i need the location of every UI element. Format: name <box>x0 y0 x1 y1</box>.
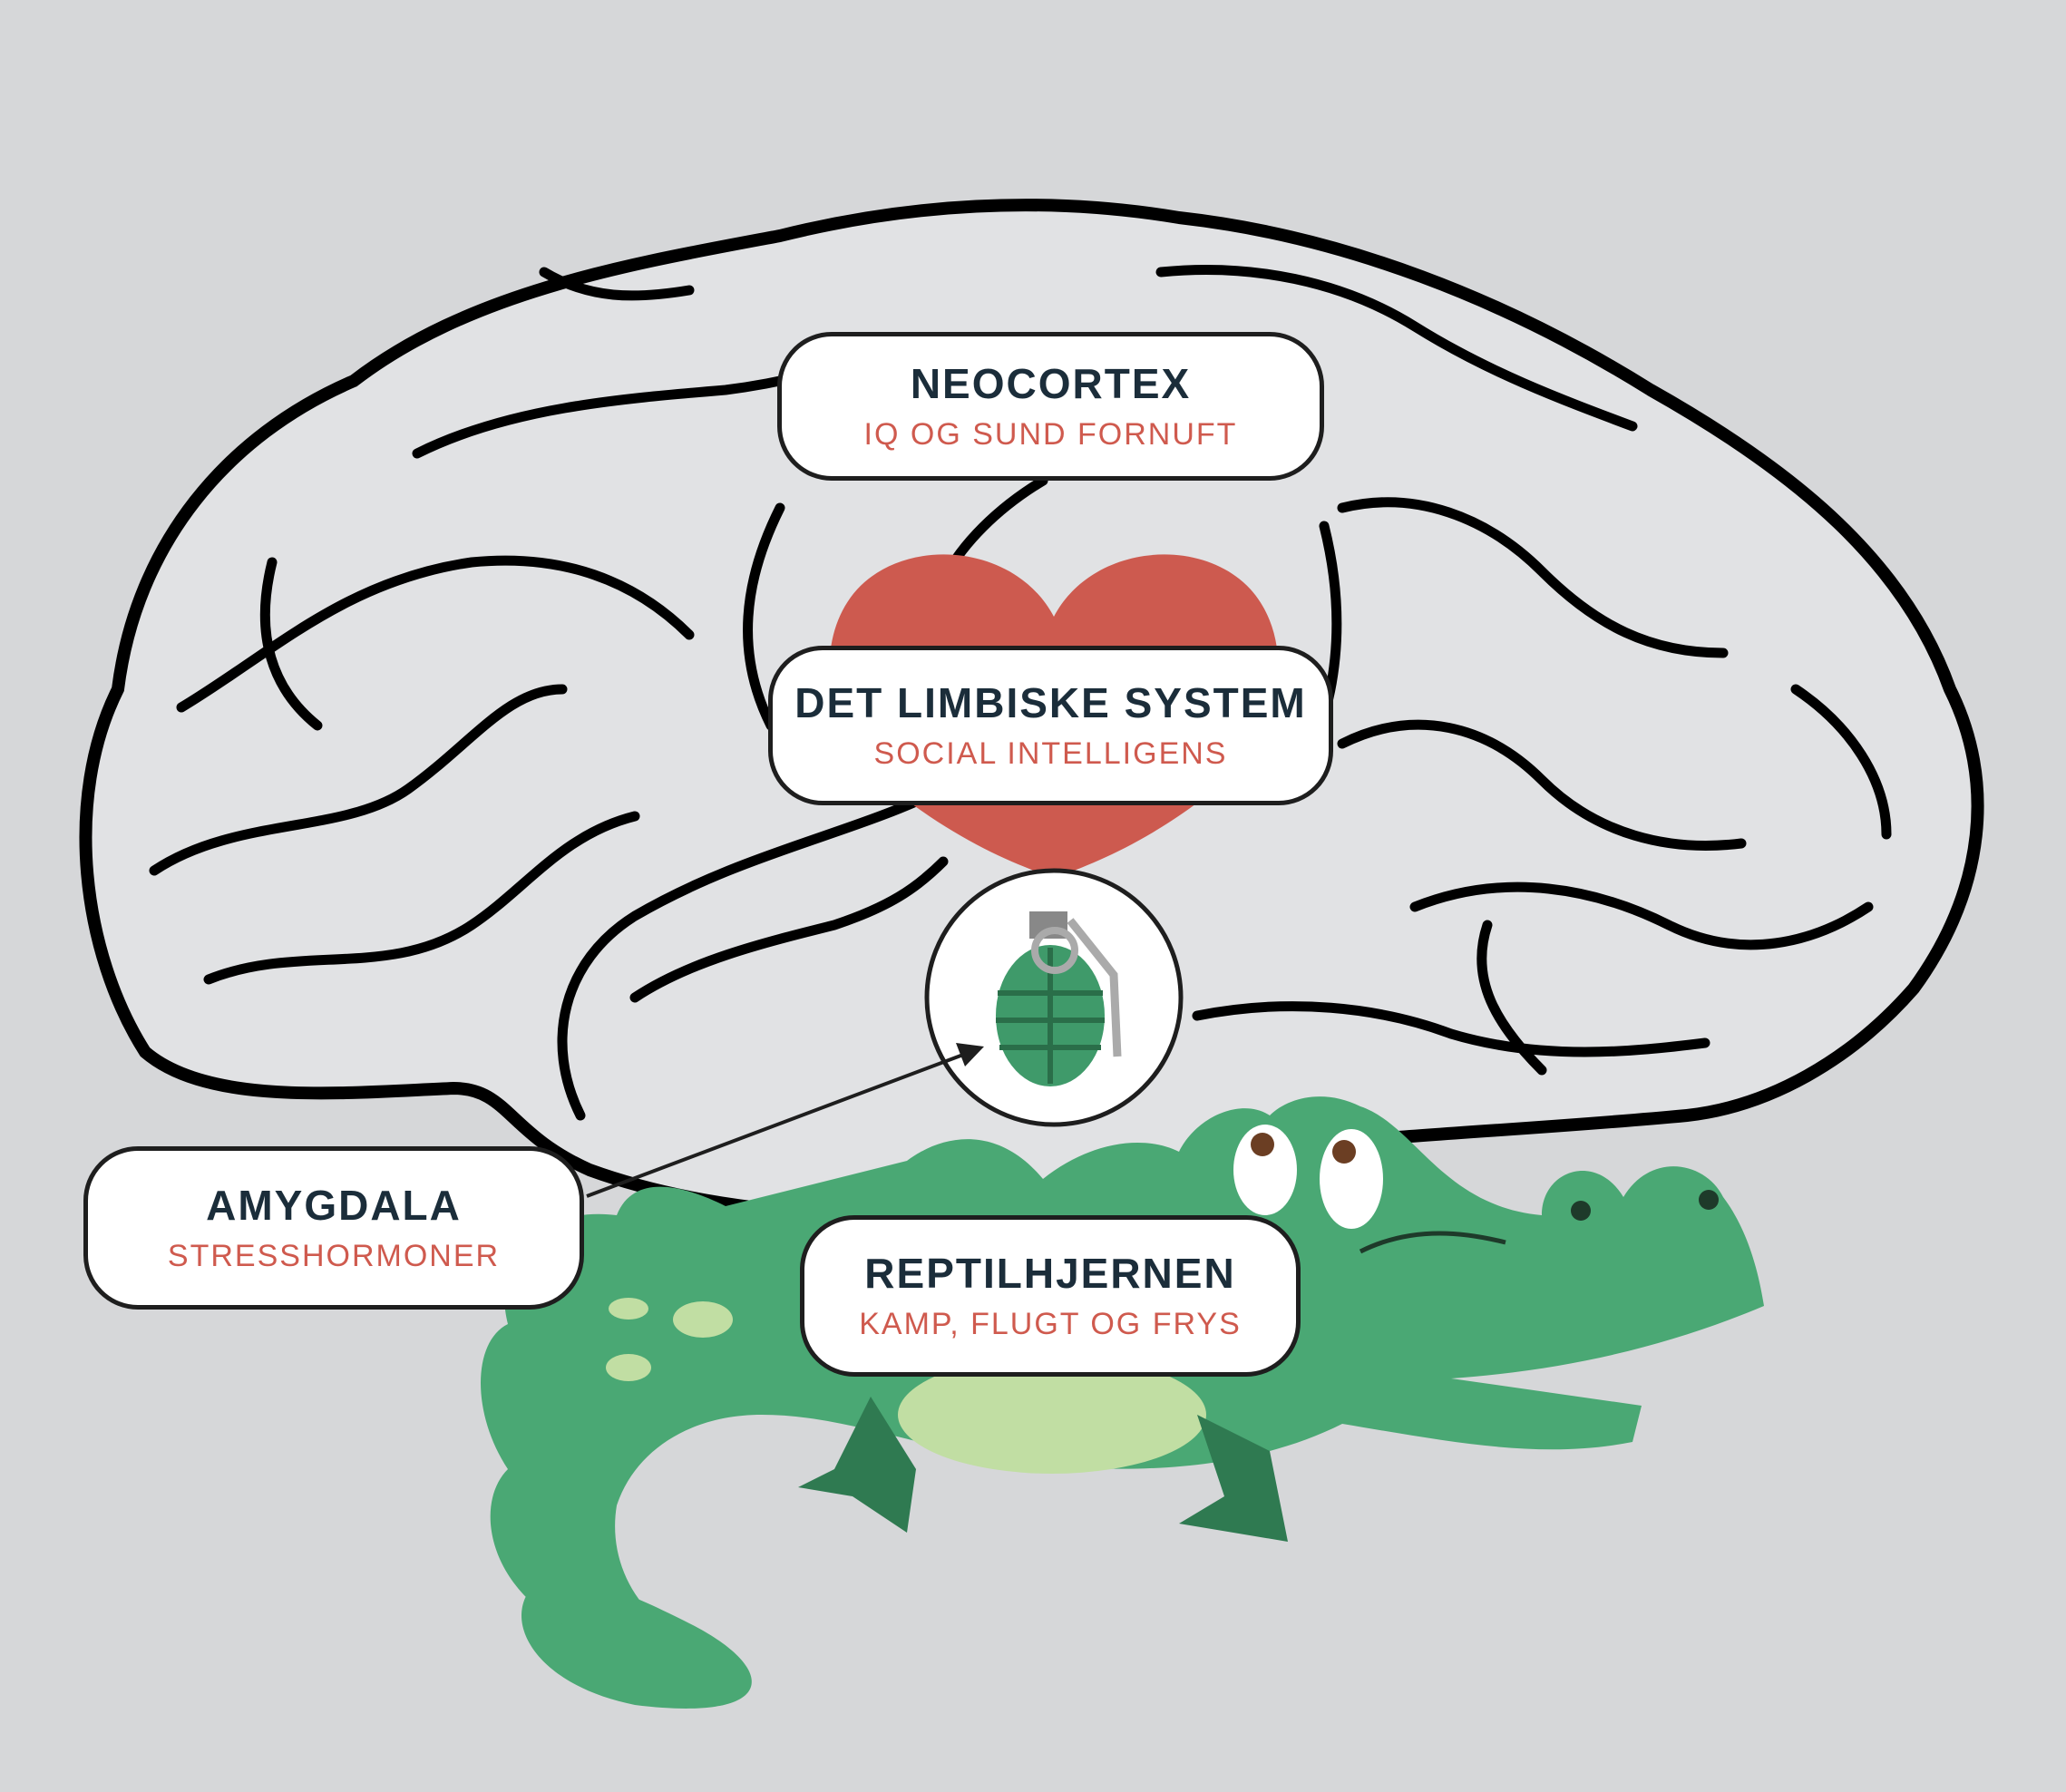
neocortex-subtitle: IQ OG SUND FORNUFT <box>863 416 1238 452</box>
amygdala-title: AMYGDALA <box>206 1182 462 1229</box>
neocortex-label: NEOCORTEX IQ OG SUND FORNUFT <box>777 332 1324 481</box>
crocodile-illustration <box>481 1096 1764 1709</box>
grenade-icon <box>924 868 1184 1127</box>
limbic-system-subtitle: SOCIAL INTELLIGENS <box>873 735 1228 771</box>
limbic-system-label: DET LIMBISKE SYSTEM SOCIAL INTELLIGENS <box>768 646 1333 805</box>
amygdala-label: AMYGDALA STRESSHORMONER <box>83 1146 584 1310</box>
limbic-system-title: DET LIMBISKE SYSTEM <box>794 679 1307 726</box>
amygdala-subtitle: STRESSHORMONER <box>167 1238 501 1273</box>
neocortex-title: NEOCORTEX <box>910 360 1192 407</box>
reptile-brain-label: REPTILHJERNEN KAMP, FLUGT OG FRYS <box>800 1215 1301 1377</box>
arrow-icon <box>586 1043 984 1198</box>
reptile-brain-title: REPTILHJERNEN <box>864 1250 1236 1297</box>
reptile-brain-subtitle: KAMP, FLUGT OG FRYS <box>859 1306 1242 1341</box>
